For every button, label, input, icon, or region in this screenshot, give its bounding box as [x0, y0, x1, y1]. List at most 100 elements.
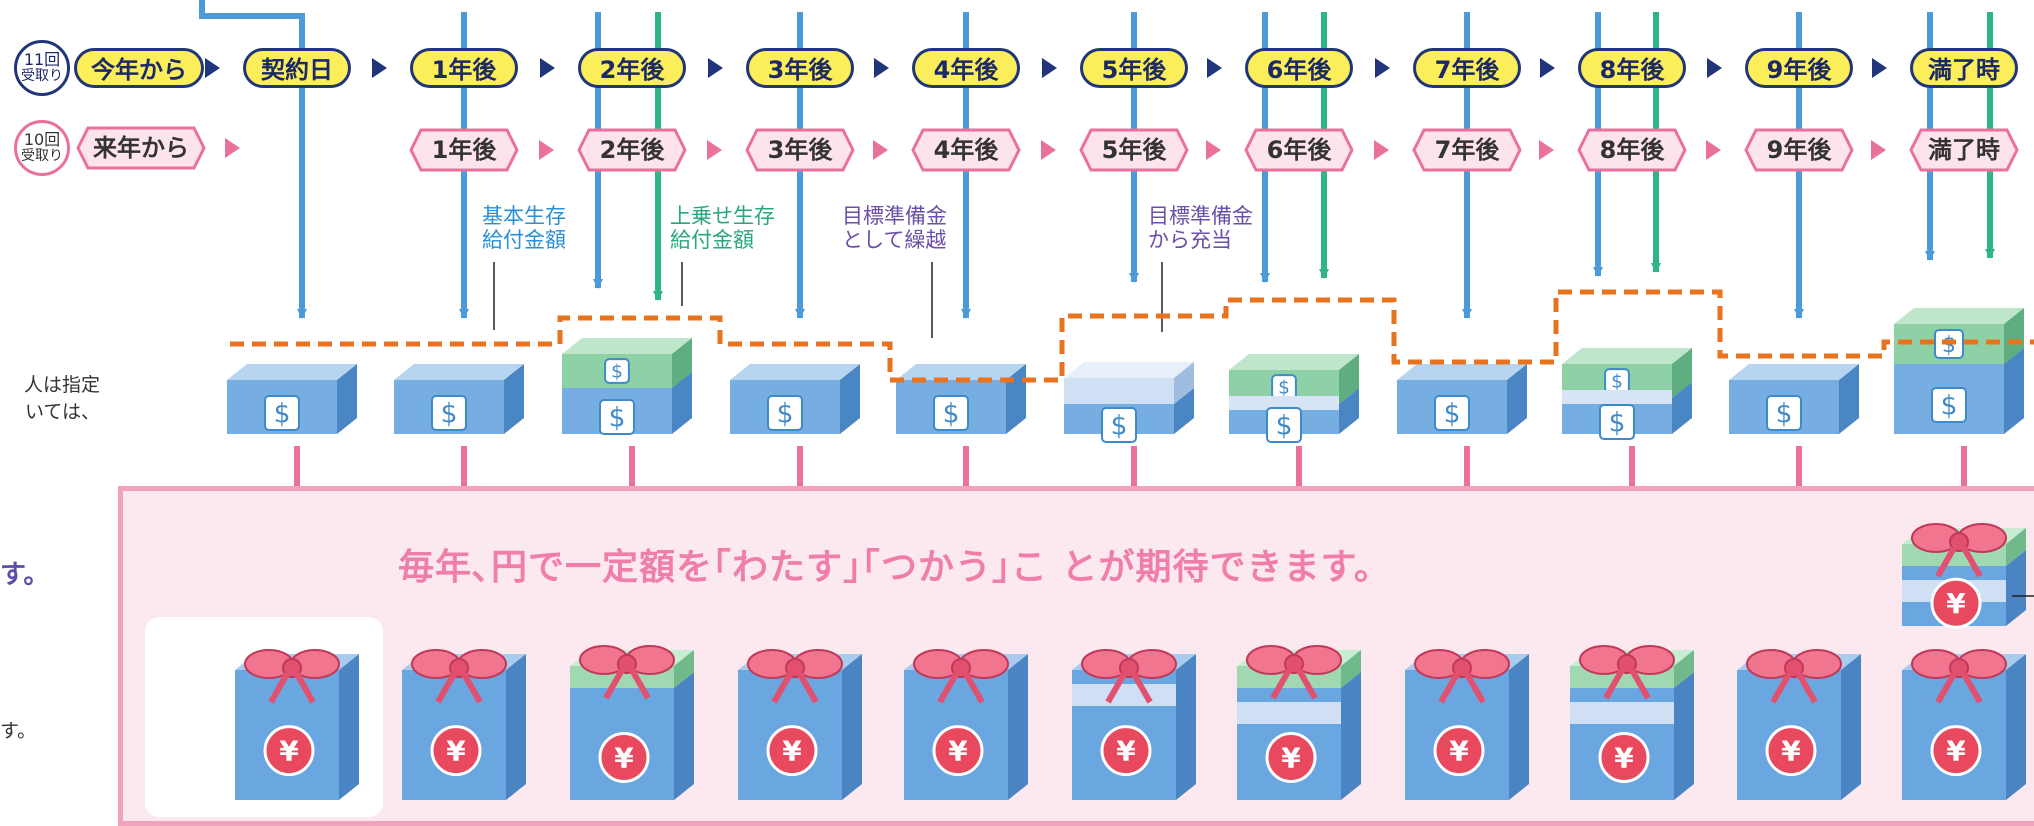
row10-step-1: 2年後: [577, 128, 687, 172]
gift-band: [1570, 702, 1674, 724]
basic-benefit-line2: 給付金額: [482, 228, 566, 252]
yen-coin-icon: [598, 731, 650, 783]
row10-step-3: 4年後: [911, 128, 1021, 172]
yen-coin-glyph: ¥: [1116, 735, 1136, 768]
box-top: [896, 364, 1026, 380]
row10-count-sub: 受取り: [21, 148, 63, 164]
dollar-icon: [264, 395, 300, 431]
gift-box-4: ¥: [904, 649, 1028, 800]
box-side: [2006, 550, 2026, 626]
row11-arrowhead-icon: [205, 58, 220, 78]
money-box-2: $$: [562, 338, 692, 435]
row11-arrowhead-icon: [1540, 58, 1555, 78]
row11-step-5: 5年後: [1080, 48, 1188, 88]
box-top: [227, 364, 357, 380]
dollar-icon: [1599, 404, 1635, 440]
side-text-fragment: す。: [0, 720, 37, 742]
row10-arrowhead-icon: [873, 140, 888, 160]
row11-arrowhead-icon: [1872, 58, 1887, 78]
row10-arrowhead-icon: [707, 140, 722, 160]
dollar-icon-glyph: $: [1942, 333, 1956, 358]
gift-box-10: ¥: [1902, 649, 2026, 800]
gift-band: [1072, 684, 1176, 706]
box-side: [1674, 672, 1694, 800]
bow-knot-icon: [1949, 532, 1969, 552]
box-top: [730, 364, 860, 380]
row10-step-label: 6年後: [1266, 136, 1332, 164]
row10-step-7: 8年後: [1577, 128, 1687, 172]
dollar-icon-glyph: $: [1609, 408, 1626, 439]
bow-ribbon-icon: [1935, 672, 1983, 704]
bow-knot-icon: [951, 658, 971, 678]
bow-knot-icon: [1119, 658, 1139, 678]
row10-arrowhead-icon: [225, 138, 240, 158]
extra-benefit-label: 上乗せ生存 給付金額: [670, 204, 775, 252]
bow-ribbon-icon: [1270, 668, 1318, 700]
yen-coin-icon: [1930, 577, 1982, 629]
box-side: [1174, 362, 1194, 404]
box-top: [1562, 348, 1692, 364]
yen-coin-icon: [932, 725, 984, 777]
box-side: [1674, 650, 1694, 688]
dollar-icon-glyph: $: [611, 362, 623, 383]
extra-benefit-line1: 上乗せ生存: [670, 204, 775, 228]
box-front: [1064, 378, 1174, 404]
dollar-icon-glyph: $: [1941, 391, 1958, 422]
row11-step-1: 1年後: [410, 48, 518, 88]
bow-ribbon-icon: [1438, 672, 1486, 704]
box-top: [1894, 308, 2024, 324]
dollar-icon-glyph: $: [1276, 411, 1293, 442]
row10-step-6: 7年後: [1412, 128, 1522, 172]
carry-over-label: 目標準備金 として繰越: [842, 204, 947, 252]
row11-step-4: 4年後: [912, 48, 1020, 88]
gift-box-3: ¥: [738, 649, 862, 800]
yen-coin-glyph: ¥: [446, 735, 466, 768]
yen-coin-icon: [430, 725, 482, 777]
bow-knot-icon: [1452, 658, 1472, 678]
bow-ribbon-icon: [603, 668, 651, 700]
row10-arrowhead-icon: [1041, 140, 1056, 160]
gift-box-1: ¥: [402, 649, 526, 800]
box-band: [1229, 396, 1339, 410]
box-side: [1839, 364, 1859, 434]
bow-ribbon-icon: [1603, 668, 1651, 700]
bow-ribbon-icon: [937, 672, 985, 704]
dollar-icon-glyph: $: [1278, 378, 1290, 399]
box-side: [840, 364, 860, 434]
row11-arrowhead-icon: [540, 58, 555, 78]
dollar-icon: [599, 399, 635, 435]
row11-arrowhead-icon: [372, 58, 387, 78]
dollar-icon: [933, 395, 969, 431]
target-reserve-line: [230, 289, 2034, 383]
gift-box-9: ¥: [1737, 649, 1861, 800]
bow-knot-icon: [1784, 658, 1804, 678]
bow-knot-icon: [282, 658, 302, 678]
box-side: [1672, 382, 1692, 434]
carry-over-line1: 目標準備金: [842, 204, 947, 228]
dollar-icon: [604, 358, 630, 384]
apply-reserve-line1: 目標準備金: [1148, 204, 1253, 228]
apply-reserve-label: 目標準備金 から充当: [1148, 204, 1253, 252]
bow-knot-icon: [785, 658, 805, 678]
row11-step-8: 8年後: [1578, 48, 1686, 88]
row11-step-0: 契約日: [243, 48, 351, 88]
box-side: [672, 372, 692, 434]
box-side: [1339, 354, 1359, 404]
side-note: 人は指定 いては、: [0, 370, 100, 424]
box-side: [1509, 654, 1529, 800]
box-top: [1064, 362, 1194, 378]
row10-count: 10回: [23, 130, 61, 149]
box-side: [339, 654, 359, 800]
row10-step-4: 5年後: [1079, 128, 1189, 172]
dollar-icon-glyph: $: [777, 399, 794, 430]
yen-coin-glyph: ¥: [1946, 587, 1966, 620]
maturity-gift: ¥: [1902, 523, 2026, 629]
money-box-3: $: [730, 364, 860, 434]
yen-coin-icon: [1765, 725, 1817, 777]
money-box-5: $: [1064, 362, 1194, 443]
dollar-icon-glyph: $: [1611, 372, 1623, 393]
row11-arrowhead-icon: [1375, 58, 1390, 78]
row11-step-2: 2年後: [578, 48, 686, 88]
